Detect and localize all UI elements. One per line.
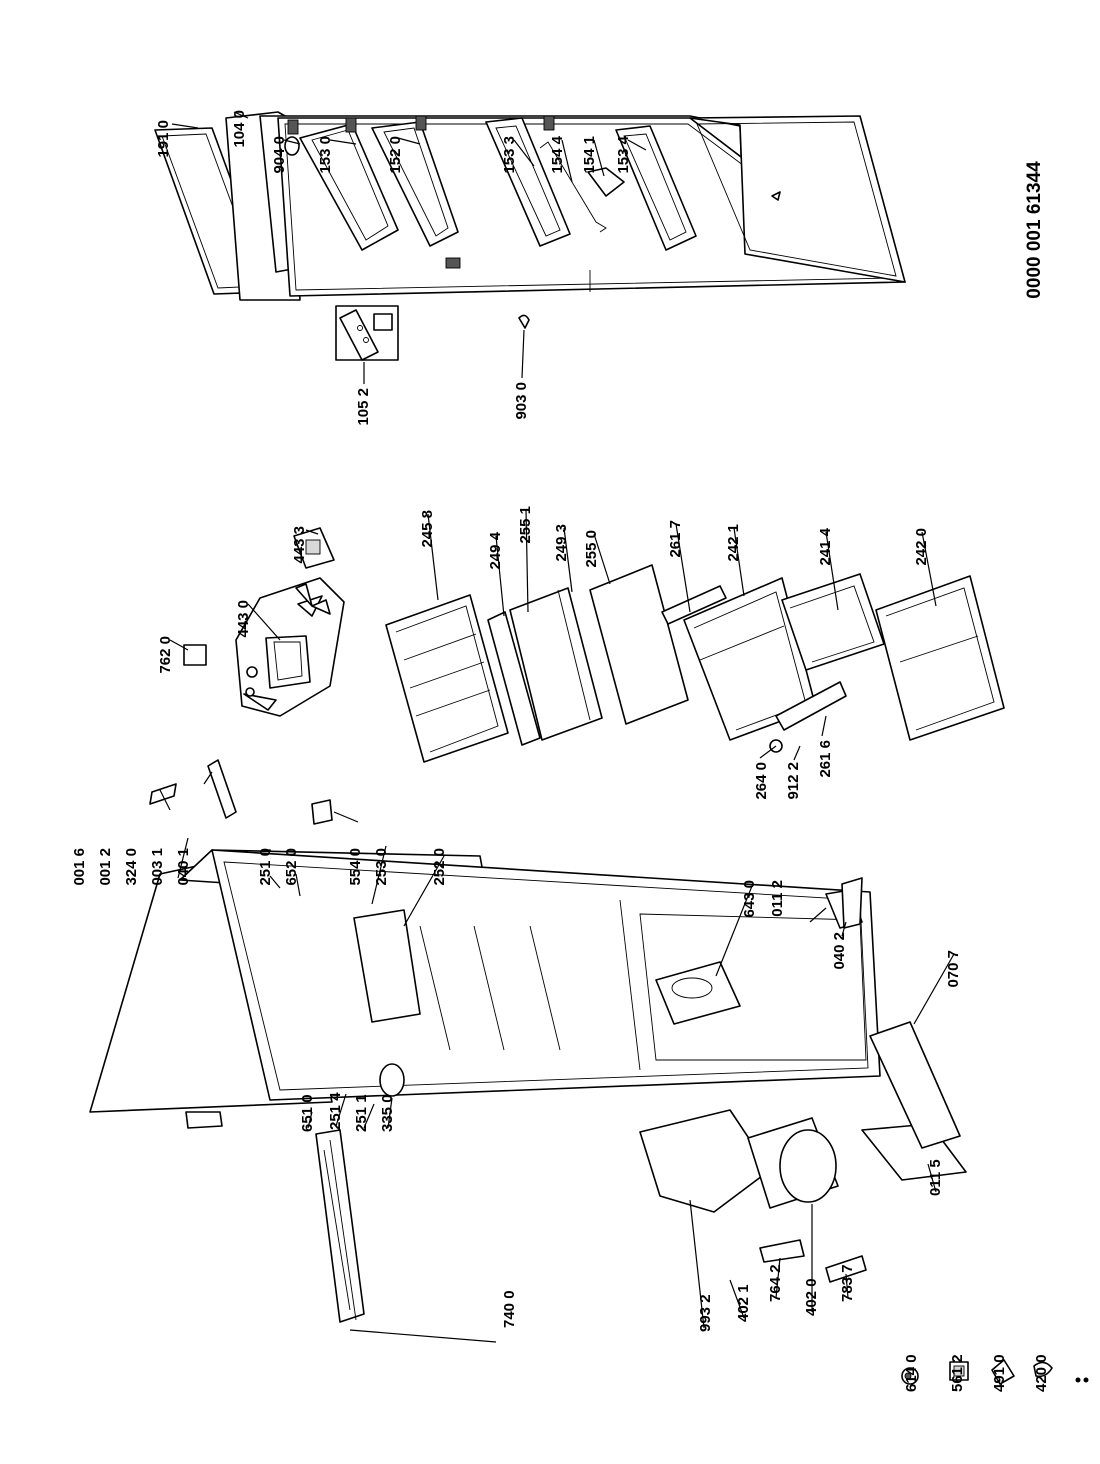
label-420-0: 420 0 [1033, 1354, 1050, 1392]
label-912-2: 912 2 [785, 762, 802, 800]
label-252-0: 252 0 [431, 848, 448, 886]
label-003-1: 003 1 [149, 848, 166, 886]
label-040-1: 040 1 [175, 848, 192, 886]
label-104-0: 104 0 [231, 110, 248, 148]
label-153-4: 153 4 [615, 135, 632, 173]
label-153-0: 153 0 [317, 136, 334, 174]
label-554-0: 554 0 [347, 848, 364, 886]
label-253-0: 253 0 [373, 848, 390, 886]
label-154-4: 154 4 [549, 135, 566, 173]
label-335-0: 335 0 [379, 1094, 396, 1132]
label-001-2: 001 2 [97, 848, 114, 886]
part-labels: 191 0 104 0 904 0 153 0 152 0 153 3 154 … [71, 110, 1050, 1392]
label-241-4: 241 4 [817, 527, 834, 565]
label-561-2: 561 2 [949, 1354, 966, 1392]
document-number: 0000 001 61344 [1024, 161, 1045, 299]
label-764-2: 764 2 [767, 1264, 784, 1302]
label-443-0: 443 0 [235, 600, 252, 638]
label-001-6: 001 6 [71, 848, 88, 886]
small-parts [901, 1359, 1089, 1385]
label-152-0: 152 0 [387, 136, 404, 174]
label-402-0: 402 0 [803, 1278, 820, 1316]
label-154-1: 154 1 [581, 136, 598, 174]
cabinet [89, 759, 881, 1129]
label-011-2: 011 2 [769, 880, 786, 917]
label-443-3: 443 3 [291, 526, 308, 564]
label-261-6: 261 6 [817, 740, 834, 778]
label-651-0: 651 0 [299, 1094, 316, 1132]
label-070-7: 070 7 [945, 950, 962, 988]
label-903-0: 903 0 [513, 382, 530, 420]
fan-group [169, 527, 345, 717]
label-011-5: 011 5 [927, 1159, 944, 1196]
label-643-0: 643 0 [741, 880, 758, 918]
label-255-1: 255 1 [517, 506, 534, 544]
label-040-2: 040 2 [831, 932, 848, 970]
leader-lines [159, 111, 955, 1343]
label-740-0: 740 0 [501, 1290, 518, 1328]
label-762-0: 762 0 [157, 636, 174, 674]
label-249-4: 249 4 [487, 531, 504, 569]
label-783-7: 783 7 [839, 1264, 856, 1302]
label-153-3: 153 3 [501, 136, 518, 174]
label-251-0: 251 0 [257, 848, 274, 886]
label-249-3: 249 3 [553, 524, 570, 562]
label-904-0: 904 0 [271, 136, 288, 174]
label-251-1: 251 1 [353, 1094, 370, 1132]
label-993-2: 993 2 [697, 1294, 714, 1332]
label-105-2: 105 2 [355, 388, 372, 426]
label-191-0: 191 0 [155, 120, 172, 158]
door-assembly [154, 111, 906, 329]
hinge-inset-105-2 [335, 305, 399, 361]
label-251-4: 251 4 [327, 1092, 344, 1130]
label-245-8: 245 8 [419, 510, 436, 548]
label-652-0: 652 0 [283, 848, 300, 886]
label-491-0: 491 0 [991, 1354, 1008, 1392]
label-242-0: 242 0 [913, 528, 930, 566]
label-324-0: 324 0 [123, 848, 140, 886]
label-261-7: 261 7 [667, 520, 684, 558]
label-402-1: 402 1 [735, 1284, 752, 1322]
base [315, 877, 967, 1323]
label-264-0: 264 0 [753, 762, 770, 800]
shelves [385, 564, 689, 763]
drawers [661, 573, 1005, 753]
label-255-0: 255 0 [583, 530, 600, 568]
label-614-0: 614 0 [903, 1354, 920, 1392]
label-242-1: 242 1 [725, 524, 742, 562]
